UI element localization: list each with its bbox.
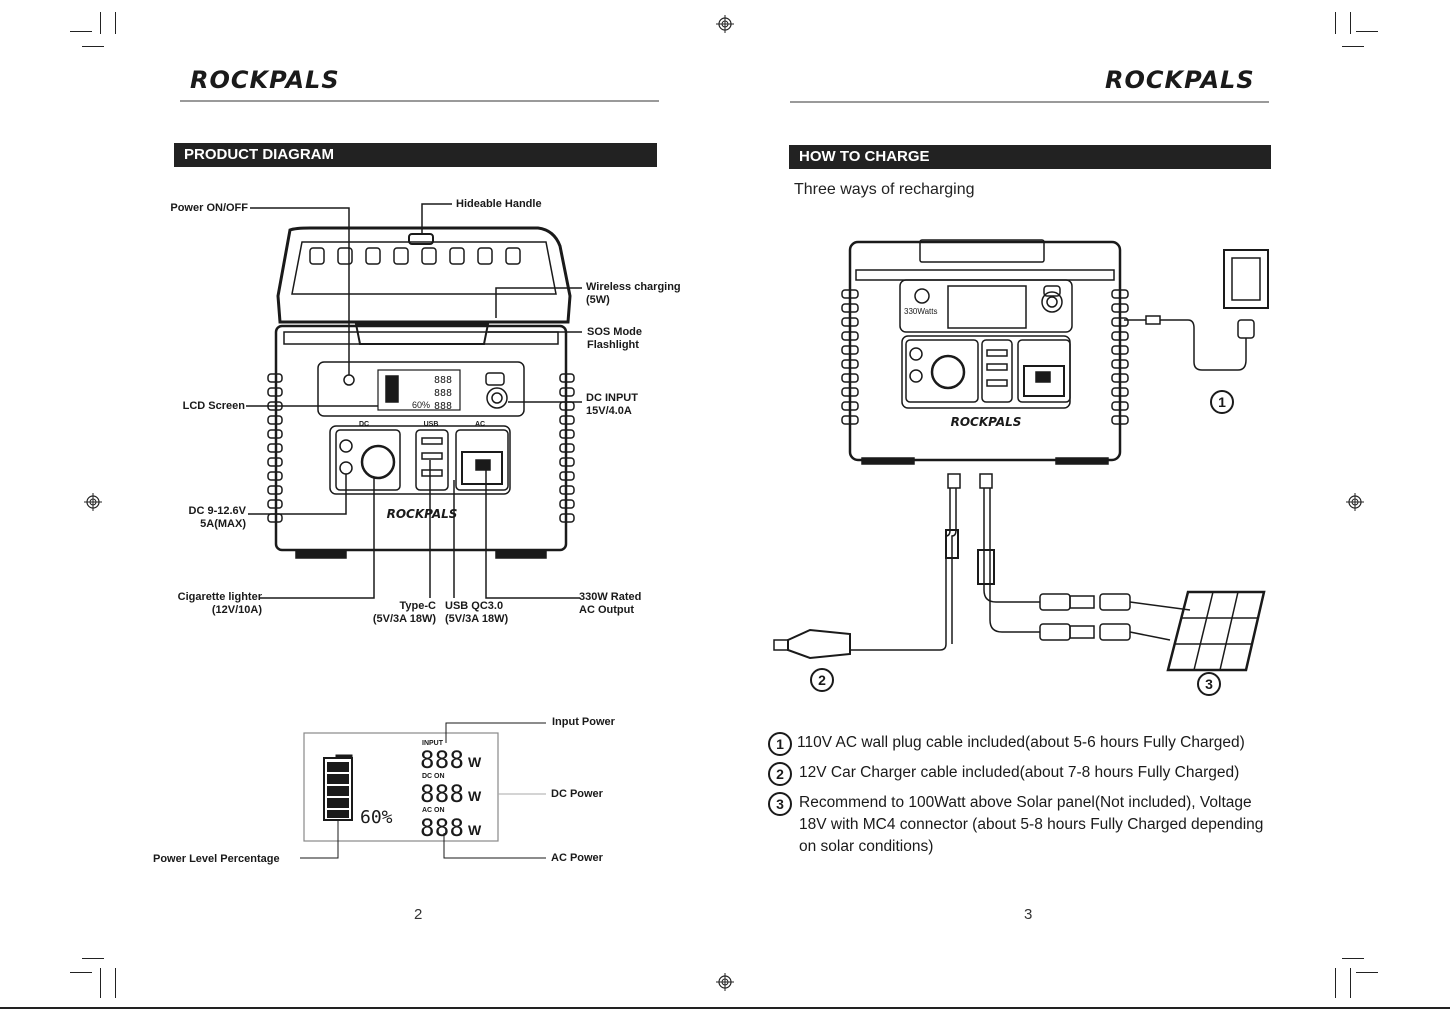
- diagram-marker-3: 3: [1205, 676, 1213, 692]
- crop-mark: [115, 968, 116, 998]
- device-display-digits: 888: [434, 401, 452, 412]
- crop-mark: [1350, 968, 1351, 998]
- diagram-marker-2: 2: [818, 672, 826, 688]
- label-cigarette-lighter: Cigarette lighter (12V/10A): [177, 591, 262, 616]
- brand-logo: ROCKPALS: [1105, 66, 1255, 94]
- header-rule: [180, 100, 659, 102]
- crop-mark: [115, 12, 116, 34]
- crop-mark: [82, 958, 104, 959]
- crop-mark: [1335, 968, 1336, 998]
- lcd-digits-input: 888: [420, 746, 464, 774]
- page-number: 2: [414, 906, 423, 923]
- header-rule: [790, 101, 1269, 103]
- device-brand: ROCKPALS: [951, 415, 1022, 429]
- device-wattage-label: 330Watts: [904, 307, 938, 316]
- crop-mark: [100, 12, 101, 34]
- crop-mark: [1356, 31, 1378, 32]
- method-text-3: Recommend to 100Watt above Solar panel(N…: [799, 794, 1264, 855]
- registration-mark-icon: [716, 15, 734, 33]
- label-type-c: Type-C (5V/3A 18W): [372, 600, 436, 625]
- label-sos-mode: SOS Mode Flashlight: [587, 326, 643, 351]
- label-dc-power: DC Power: [551, 788, 603, 800]
- label-usb-qc: USB QC3.0 (5V/3A 18W): [445, 600, 509, 625]
- device-btn-ac: AC: [475, 421, 485, 428]
- product-diagram: DC USB AC 60% 888 888 888 ROCKPALS: [246, 203, 582, 599]
- label-ac-power: AC Power: [551, 852, 603, 864]
- crop-mark: [1342, 958, 1364, 959]
- brand-logo: ROCKPALS: [190, 66, 340, 94]
- lcd-panel-diagram: INPUT 888 W DC ON 888 W AC ON 888 W 60%: [300, 722, 546, 859]
- bottom-edge: [0, 1007, 1450, 1009]
- lcd-unit-dc: W: [468, 788, 482, 804]
- section-title: PRODUCT DIAGRAM: [174, 143, 657, 167]
- method-number-3: 3: [768, 792, 792, 816]
- label-lcd-screen: LCD Screen: [182, 400, 245, 412]
- label-wireless-charging: Wireless charging (5W): [586, 281, 681, 306]
- crop-mark: [1356, 972, 1378, 973]
- registration-mark-icon: [84, 493, 102, 511]
- registration-mark-icon: [716, 973, 734, 991]
- device-display-digits: 888: [434, 388, 452, 399]
- method-text-2: 12V Car Charger cable included(about 7-8…: [799, 764, 1240, 781]
- crop-mark: [82, 46, 104, 47]
- lcd-unit-input: W: [468, 754, 482, 770]
- lcd-ac-on-label: AC ON: [422, 807, 445, 814]
- crop-mark: [100, 968, 101, 998]
- method-text-1: 110V AC wall plug cable included(about 5…: [797, 734, 1245, 751]
- device-brand: ROCKPALS: [387, 507, 458, 521]
- device-display-digits: 888: [434, 375, 452, 386]
- section-subtitle: Three ways of recharging: [794, 181, 975, 198]
- page-number: 3: [1024, 906, 1033, 923]
- lcd-percent: 60%: [360, 807, 393, 828]
- crop-mark: [70, 972, 92, 973]
- lcd-unit-ac: W: [468, 822, 482, 838]
- label-dc-output: DC 9-12.6V 5A(MAX): [188, 505, 246, 530]
- crop-mark: [1342, 46, 1364, 47]
- label-hideable-handle: Hideable Handle: [456, 198, 542, 210]
- crop-mark: [70, 31, 92, 32]
- lcd-digits-dc: 888: [420, 780, 464, 808]
- lcd-digits-ac: 888: [420, 814, 464, 842]
- method-number-2: 2: [768, 762, 792, 786]
- label-power-level: Power Level Percentage: [153, 853, 280, 865]
- device-btn-dc: DC: [359, 421, 369, 428]
- registration-mark-icon: [1346, 493, 1364, 511]
- lcd-input-label: INPUT: [422, 740, 444, 747]
- lcd-dc-on-label: DC ON: [422, 773, 445, 780]
- label-ac-output: 330W Rated AC Output: [579, 591, 642, 616]
- device-battery-pct: 60%: [412, 400, 430, 410]
- section-title: HOW TO CHARGE: [789, 145, 1271, 169]
- device-btn-usb: USB: [424, 421, 439, 428]
- label-dc-input: DC INPUT 15V/4.0A: [586, 392, 638, 417]
- method-number-1: 1: [768, 732, 792, 756]
- diagram-marker-1: 1: [1218, 394, 1226, 410]
- label-input-power: Input Power: [552, 716, 615, 728]
- crop-mark: [1350, 12, 1351, 34]
- label-power-on-off: Power ON/OFF: [170, 202, 248, 214]
- charging-diagram: 1 2 3 330Watts ROCKPALS: [773, 239, 1269, 696]
- crop-mark: [1335, 12, 1336, 34]
